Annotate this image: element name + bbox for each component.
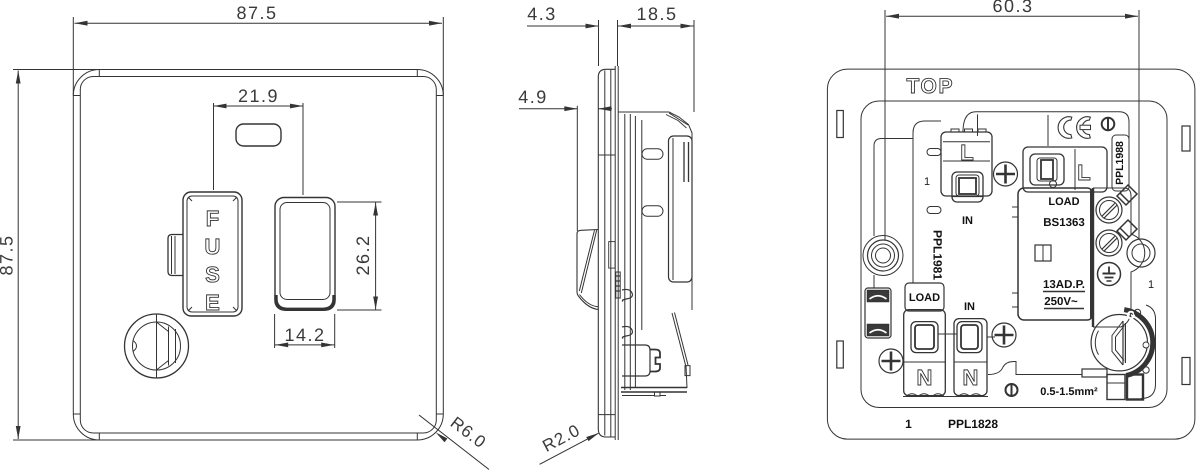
svg-text:F: F xyxy=(206,206,219,231)
svg-text:1: 1 xyxy=(1148,279,1154,291)
svg-text:87.5: 87.5 xyxy=(236,3,277,23)
svg-text:1: 1 xyxy=(924,176,930,188)
svg-text:250V~: 250V~ xyxy=(1044,296,1078,308)
svg-text:1: 1 xyxy=(905,417,912,431)
svg-text:26.2: 26.2 xyxy=(353,234,373,275)
svg-text:4.3: 4.3 xyxy=(527,4,557,24)
svg-text:21.9: 21.9 xyxy=(238,86,279,106)
svg-text:L: L xyxy=(960,140,973,165)
svg-text:87.5: 87.5 xyxy=(0,234,17,275)
svg-text:U: U xyxy=(205,234,221,259)
svg-text:LOAD: LOAD xyxy=(1048,196,1079,208)
svg-text:S: S xyxy=(205,262,220,287)
svg-text:0.5-1.5mm²: 0.5-1.5mm² xyxy=(1040,386,1098,398)
svg-text:N: N xyxy=(917,365,933,390)
svg-text:IN: IN xyxy=(962,215,973,227)
svg-text:4.9: 4.9 xyxy=(518,87,548,107)
svg-text:BS1363: BS1363 xyxy=(1043,217,1085,229)
svg-text:14.2: 14.2 xyxy=(284,325,325,345)
svg-text:E: E xyxy=(205,290,220,315)
svg-text:PPL1981: PPL1981 xyxy=(931,230,945,280)
svg-text:IN: IN xyxy=(964,301,975,313)
svg-text:PPL1828: PPL1828 xyxy=(948,417,998,431)
svg-text:L: L xyxy=(1077,160,1090,185)
svg-text:18.5: 18.5 xyxy=(636,4,677,24)
svg-text:13AD.P.: 13AD.P. xyxy=(1043,279,1085,291)
svg-text:N: N xyxy=(963,365,979,390)
svg-text:60.3: 60.3 xyxy=(992,0,1033,16)
svg-text:LOAD: LOAD xyxy=(909,292,940,304)
svg-text:PPL1988: PPL1988 xyxy=(1114,141,1126,185)
svg-text:TOP: TOP xyxy=(907,75,955,98)
